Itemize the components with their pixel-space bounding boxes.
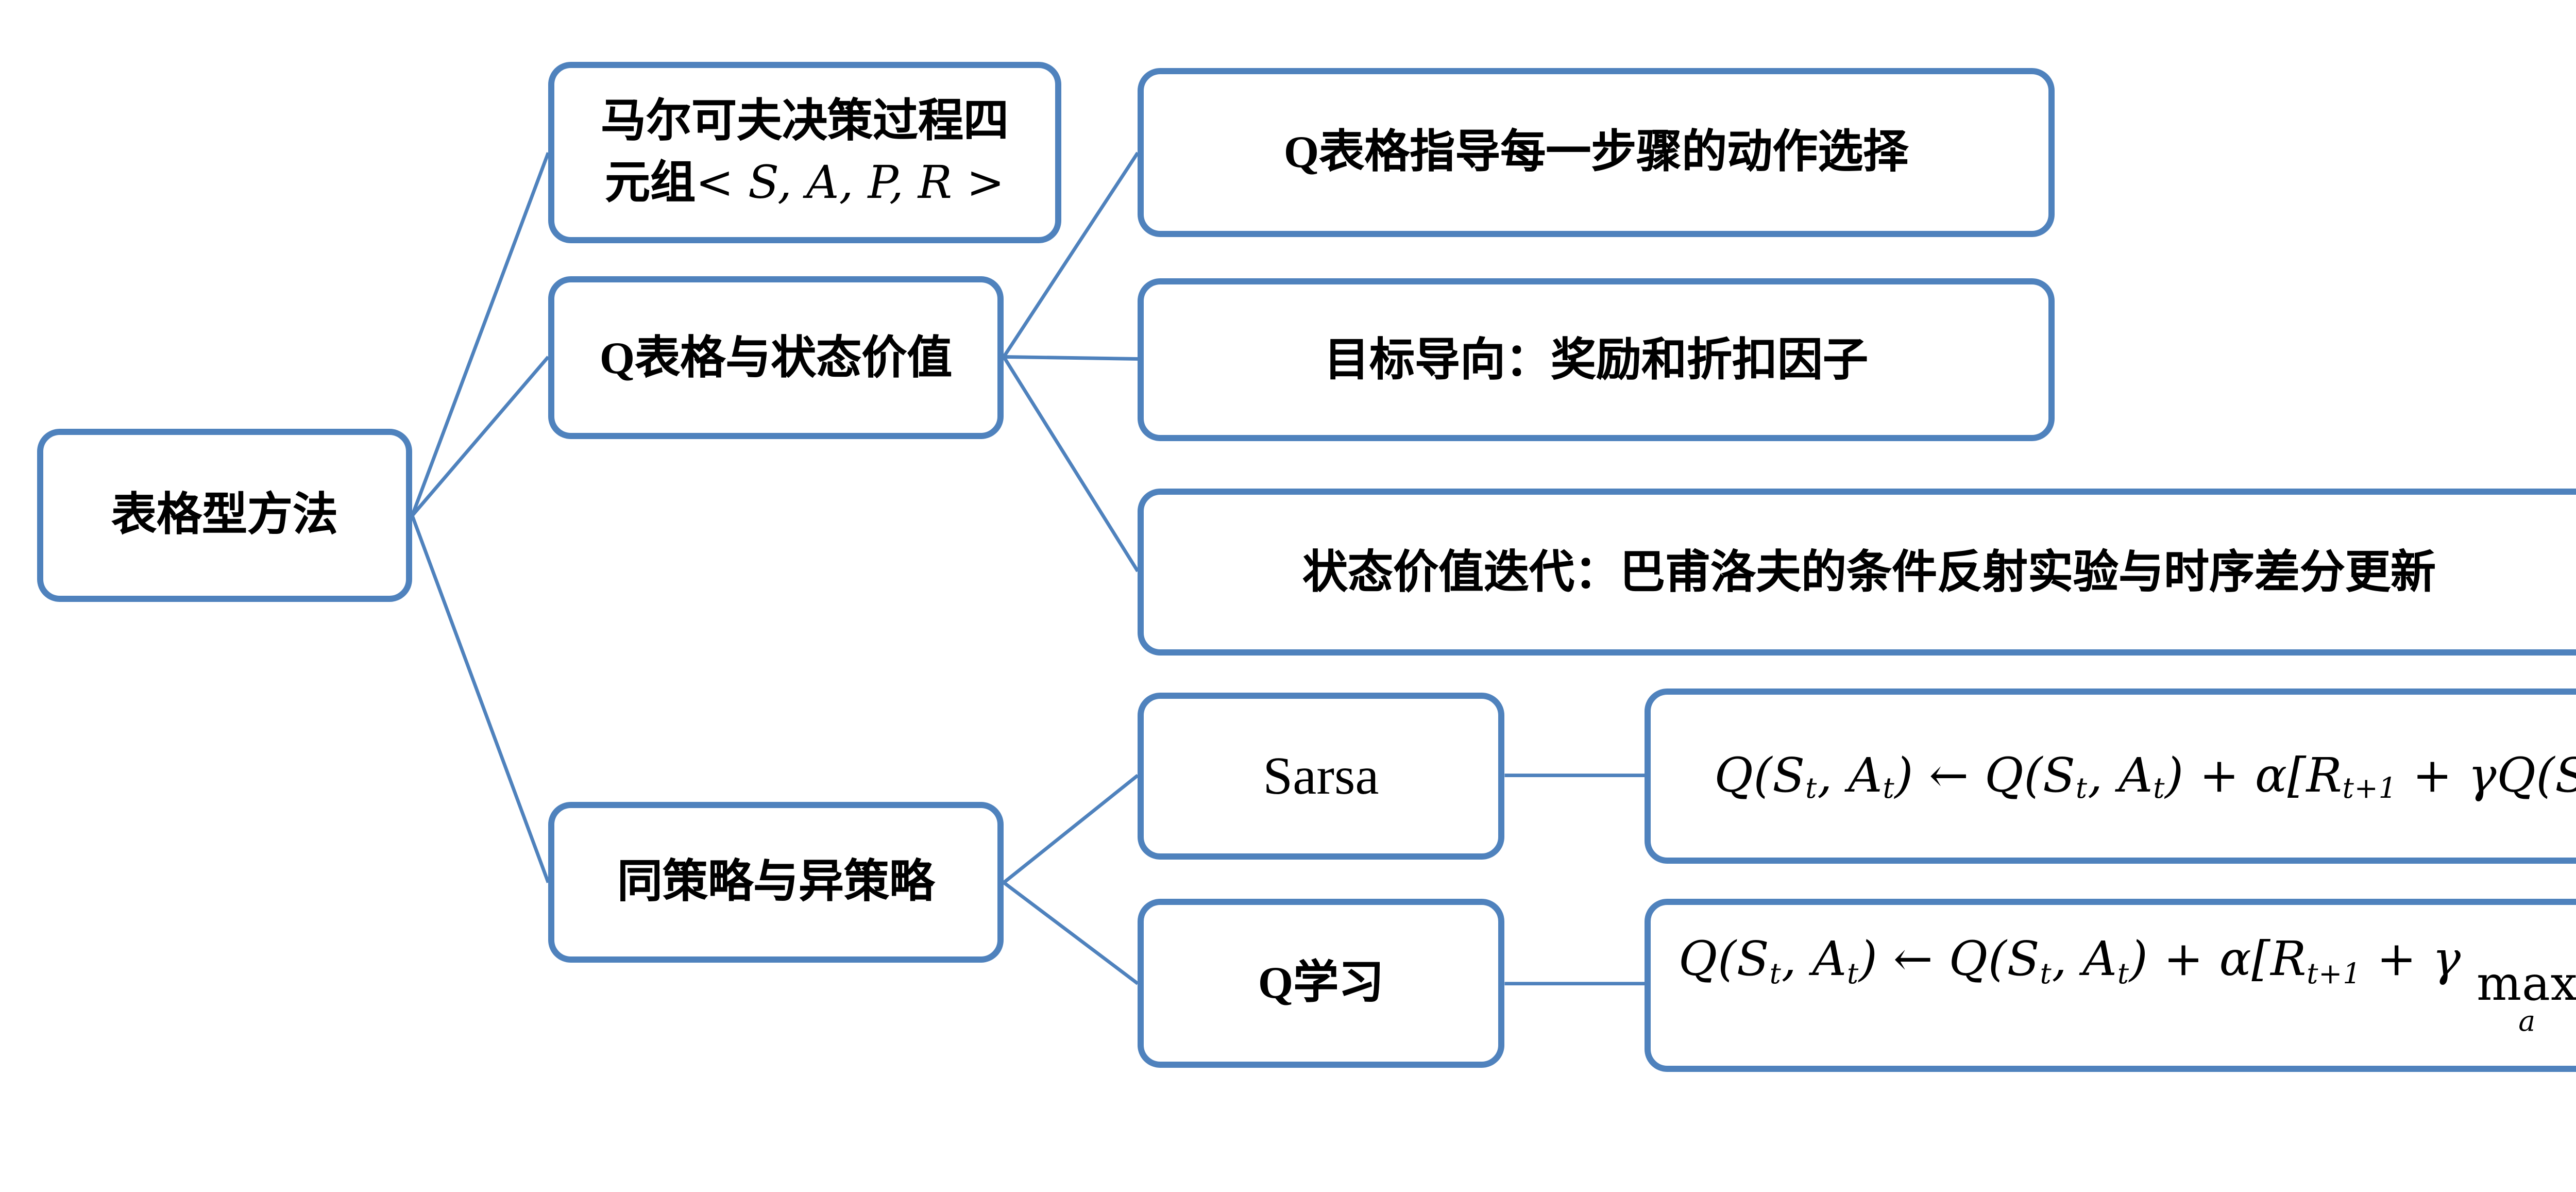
connector-qtable-c2: [1004, 355, 1138, 361]
connector-root-mdp: [410, 152, 550, 516]
node-state-value-iteration: 状态价值迭代：巴甫洛夫的条件反射实验与时序差分更新: [1138, 489, 2576, 656]
node-sarsa: Sarsa: [1138, 693, 1504, 860]
node-on-policy-off-policy: 同策略与异策略: [548, 802, 1004, 963]
connector-policy-sarsa: [1003, 774, 1139, 884]
node-sarsa-formula: Q(St, At) ← Q(St, At) + α[Rt+1 + γQ(St+1…: [1645, 689, 2576, 864]
node-goal-oriented-label: 目标导向：奖励和折扣因子: [1324, 333, 1868, 385]
node-on-policy-off-policy-label: 同策略与异策略: [617, 855, 935, 908]
node-action-selection-label: Q表格指导每一步骤的动作选择: [1283, 126, 1909, 178]
mdp-tuple-math: < S, A, P, R >: [696, 158, 1005, 209]
node-state-value-iteration-label: 状态价值迭代：巴甫洛夫的条件反射实验与时序差分更新: [1302, 545, 2436, 597]
sarsa-update-equation: Q(St, At) ← Q(St, At) + α[Rt+1 + γQ(St+1…: [1714, 749, 2576, 807]
connector-root-qtable: [411, 356, 550, 517]
node-action-selection: Q表格指导每一步骤的动作选择: [1138, 68, 2055, 237]
node-tabular-methods-label: 表格型方法: [111, 489, 338, 541]
node-q-learning-label: Q学习: [1258, 956, 1384, 1009]
connector-qtable-c3: [1002, 356, 1140, 573]
node-q-table-state-value: Q表格与状态价值: [548, 276, 1004, 439]
node-q-learning: Q学习: [1138, 899, 1504, 1068]
node-sarsa-label: Sarsa: [1263, 745, 1379, 805]
connector-policy-qlearn: [1003, 881, 1139, 985]
node-mdp-tuple-label: 马尔可夫决策过程四元组< S, A, P, R >: [600, 94, 1009, 209]
node-tabular-methods: 表格型方法: [37, 429, 412, 602]
node-mdp-tuple: 马尔可夫决策过程四元组< S, A, P, R >: [548, 62, 1061, 243]
node-q-table-state-value-label: Q表格与状态价值: [599, 331, 953, 383]
connector-root-policy: [410, 515, 550, 883]
node-goal-oriented: 目标导向：奖励和折扣因子: [1138, 278, 2055, 441]
